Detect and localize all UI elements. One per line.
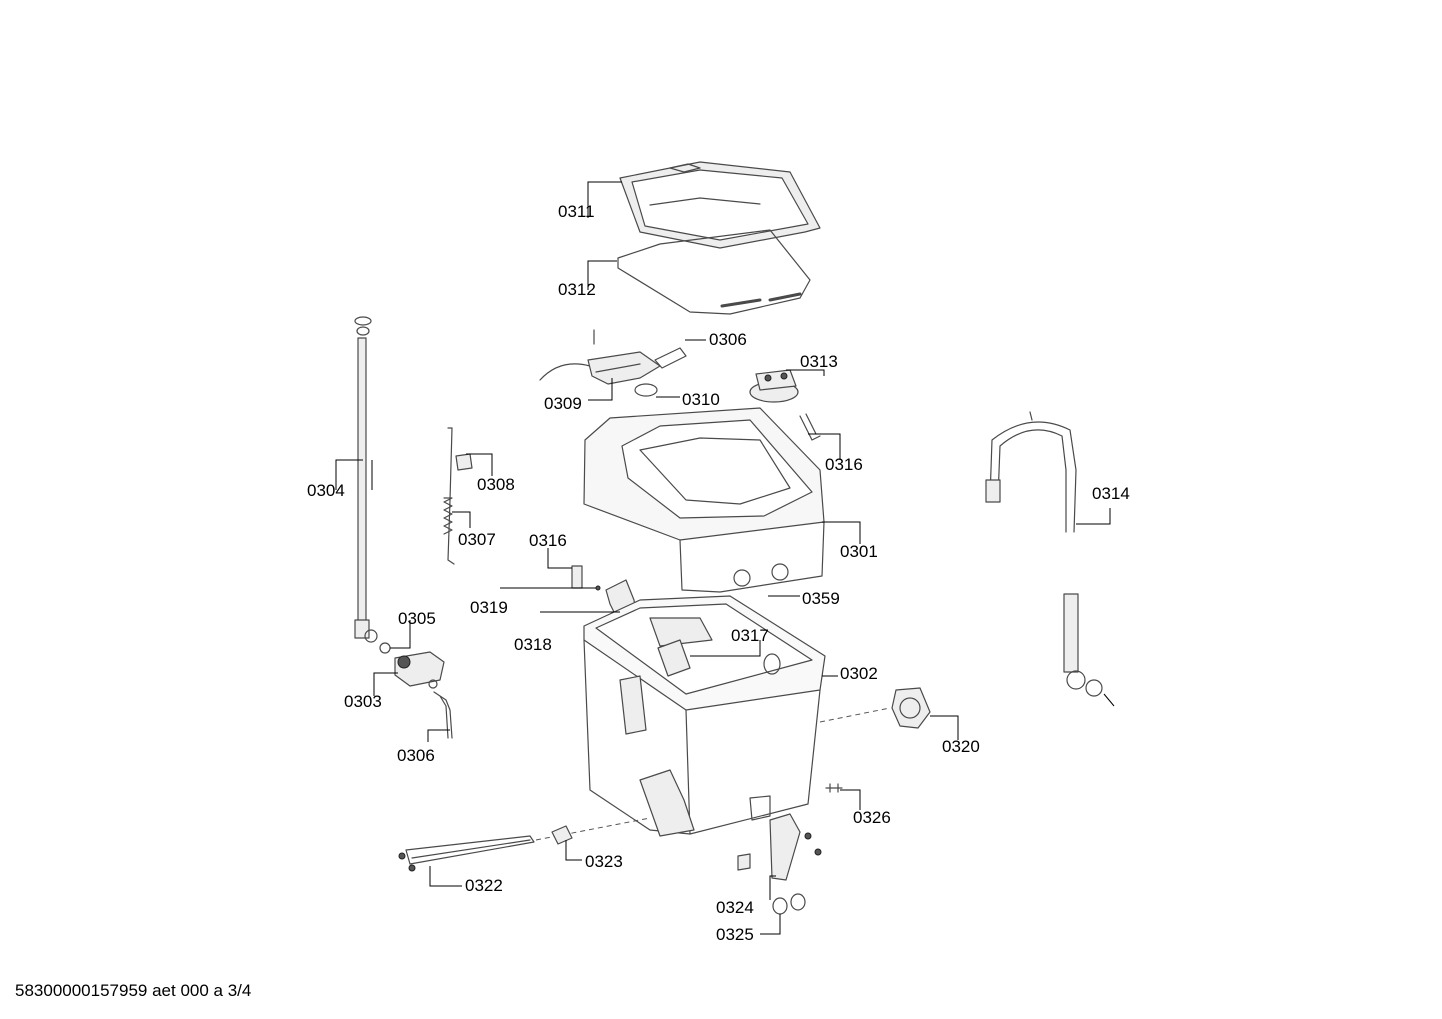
label-0306-upper: 0306	[709, 330, 747, 349]
label-0310: 0310	[682, 390, 720, 409]
label-0301: 0301	[840, 542, 878, 561]
pressure-switch-drawing	[749, 369, 799, 403]
clamp-ring-drawing	[617, 229, 811, 315]
label-0325: 0325	[716, 925, 754, 944]
suspension-leg-drawing	[737, 795, 822, 881]
small-screw-drawing	[595, 585, 601, 591]
document-reference: 58300000157959 aet 000 a 3/4	[15, 981, 252, 1000]
top-housing-drawing	[583, 407, 825, 593]
label-0317: 0317	[731, 626, 769, 645]
label-0318: 0318	[514, 635, 552, 654]
label-0319: 0319	[470, 598, 508, 617]
label-0320: 0320	[942, 737, 980, 756]
label-0306-lower: 0306	[397, 746, 435, 765]
label-0311: 0311	[558, 202, 595, 221]
label-0316-left: 0316	[529, 531, 567, 550]
label-0303: 0303	[344, 692, 382, 711]
label-0305: 0305	[398, 609, 436, 628]
label-0309: 0309	[544, 394, 582, 413]
heater-clip-drawing	[551, 825, 573, 845]
label-0359: 0359	[802, 589, 840, 608]
drain-hose-drawing	[985, 411, 1115, 707]
label-0307: 0307	[458, 530, 496, 549]
clip-drawing	[455, 453, 473, 471]
label-0302: 0302	[840, 664, 878, 683]
spring-drawing	[443, 427, 455, 565]
door-gasket-ring-drawing	[619, 161, 821, 249]
bent-hose-drawing	[433, 691, 453, 739]
drain-pump-drawing	[819, 687, 931, 729]
upper-hose-drawing	[654, 347, 687, 369]
label-0313: 0313	[800, 352, 838, 371]
label-0324: 0324	[716, 898, 754, 917]
label-0322: 0322	[465, 876, 503, 895]
label-0316-right: 0316	[825, 455, 863, 474]
foot-caps-drawing	[772, 893, 806, 915]
label-0308: 0308	[477, 475, 515, 494]
small-connector-drawing	[571, 565, 583, 589]
pump-bracket-drawing	[539, 329, 661, 385]
small-ring-drawing	[379, 642, 391, 654]
label-0304: 0304	[307, 481, 345, 500]
label-0312: 0312	[558, 280, 596, 299]
part-labels: 0311 0312 0306 0313 0309 0310 0316 0304 …	[307, 202, 1130, 944]
bolt-drawing	[825, 783, 843, 793]
label-0326: 0326	[853, 808, 891, 827]
label-0323: 0323	[585, 852, 623, 871]
leader-lines	[335, 181, 1111, 935]
o-ring-drawing	[634, 383, 658, 397]
pressure-hose-drawing	[799, 413, 821, 441]
rod-drawing	[354, 316, 378, 643]
internal-sensor-drawing	[657, 639, 691, 677]
label-0314: 0314	[1092, 484, 1130, 503]
valve-drawing	[394, 651, 445, 689]
tub-body-drawing	[583, 595, 826, 837]
